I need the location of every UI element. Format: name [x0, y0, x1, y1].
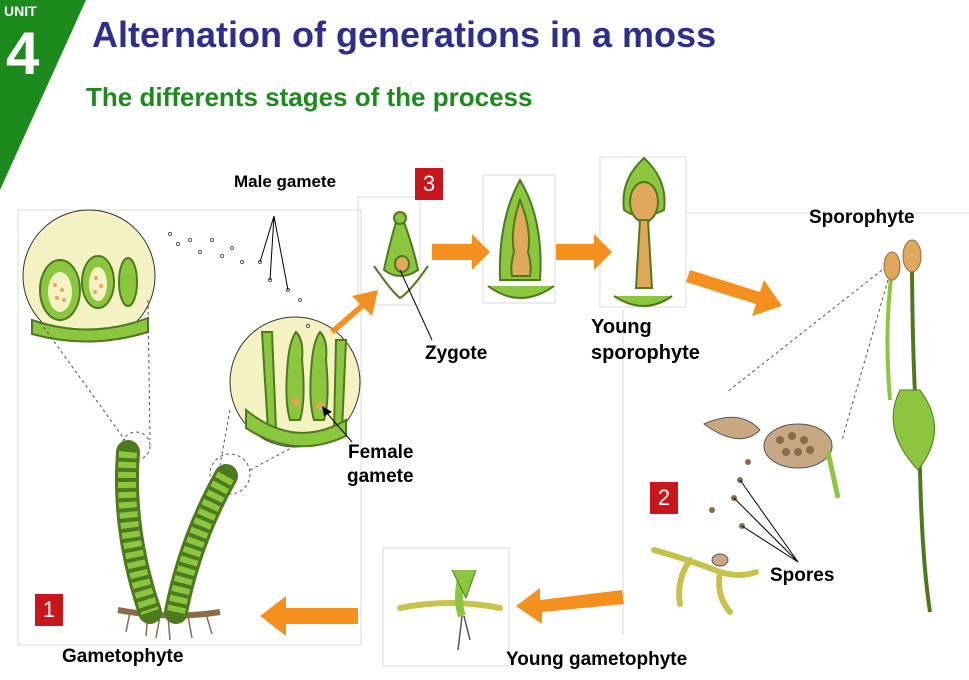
capsule-spores-icon — [703, 416, 841, 529]
label-gametophyte: Gametophyte — [62, 646, 184, 667]
sporophyte-icon — [883, 239, 935, 613]
unit-badge — [0, 0, 86, 190]
stage-number-3: 3 — [415, 168, 443, 200]
arrow-embryo-to-young-sporophyte — [556, 234, 612, 270]
unit-number: 4 — [6, 20, 40, 87]
stage-number-2: 2 — [650, 482, 678, 514]
label-spores: Spores — [770, 565, 835, 586]
label-female-gamete-1: Female — [348, 442, 414, 463]
label-young-sporophyte-2: sporophyte — [591, 342, 700, 364]
label-young-gametophyte: Young gametophyte — [506, 649, 688, 670]
protonema-icon — [651, 547, 759, 615]
arrow-to-young-gametophyte — [516, 588, 624, 624]
arrow-zygote-to-embryo — [432, 234, 490, 270]
young-sporophyte-icon — [613, 156, 673, 307]
archegonia-icon — [245, 330, 348, 448]
arrow-to-sporophyte — [686, 270, 782, 316]
arrow-to-gametophyte — [260, 596, 358, 636]
label-male-gamete: Male gamete — [234, 172, 337, 191]
stage-number-1: 1 — [35, 594, 63, 626]
panel-frames — [17, 156, 969, 667]
unit-label: UNIT — [4, 3, 37, 19]
process-arrows — [260, 234, 782, 636]
label-young-sporophyte-1: Young — [591, 316, 652, 338]
label-zygote: Zygote — [425, 343, 488, 364]
page-subtitle: The differents stages of the process — [86, 82, 533, 112]
embryo-icon — [487, 177, 555, 299]
gametophyte-icon — [114, 440, 238, 641]
young-gametophyte-icon — [397, 569, 503, 651]
arrow-to-zygote — [330, 290, 378, 334]
page-title: Alternation of generations in a moss — [92, 14, 717, 55]
label-female-gamete-2: gamete — [347, 466, 414, 487]
label-sporophyte: Sporophyte — [809, 207, 915, 228]
